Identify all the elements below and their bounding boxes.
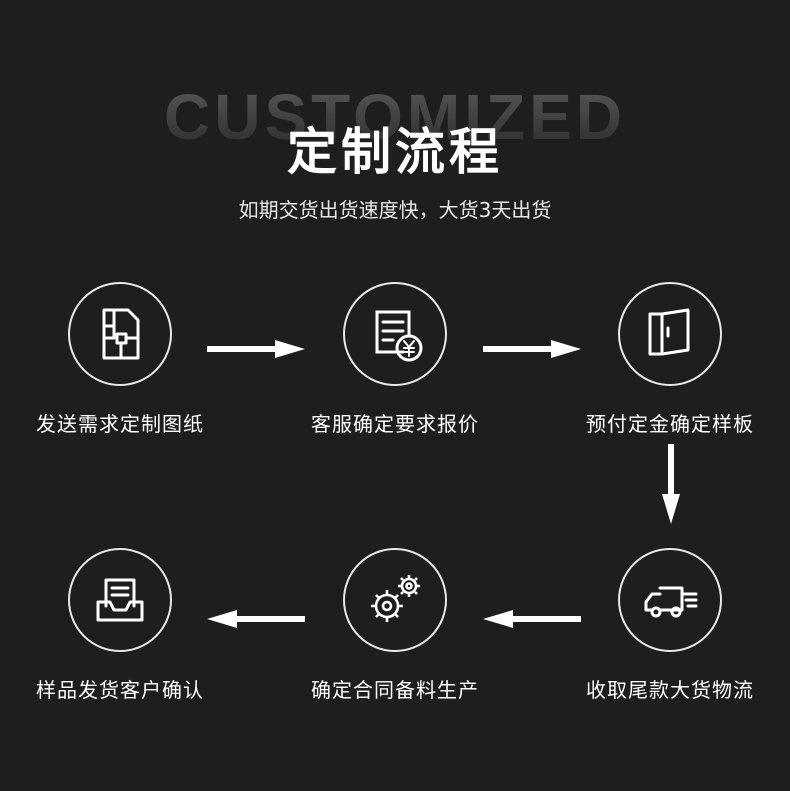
step-4: 收取尾款大货物流 <box>560 548 780 703</box>
step-icon-circle <box>618 282 722 386</box>
arrow-right-icon <box>207 340 305 358</box>
step-2: 客服确定要求报价 <box>285 282 505 437</box>
page-title: 定制流程 <box>287 123 503 181</box>
step-icon-circle <box>343 548 447 652</box>
step-icon-circle <box>68 282 172 386</box>
quote-document-icon <box>375 310 423 362</box>
arrow-right-icon <box>483 340 581 358</box>
step-label: 发送需求定制图纸 <box>36 412 204 436</box>
step-icon-circle <box>343 282 447 386</box>
arrow-left-icon <box>483 610 581 628</box>
step-label: 样品发货客户确认 <box>36 678 204 702</box>
inbox-tray-icon <box>96 578 144 622</box>
door-icon <box>648 308 690 356</box>
step-label: 收取尾款大货物流 <box>586 678 754 702</box>
arrow-left-icon <box>207 610 305 628</box>
step-label: 确定合同备料生产 <box>311 678 479 702</box>
step-icon-circle <box>618 548 722 652</box>
step-1: 发送需求定制图纸 <box>10 282 230 437</box>
step-label: 客服确定要求报价 <box>311 412 479 436</box>
blueprint-icon <box>102 308 140 360</box>
background-watermark-text: CUSTOMIZED <box>0 80 790 154</box>
arrow-down-icon <box>662 444 680 524</box>
step-label: 预付定金确定样板 <box>586 412 754 436</box>
page-subtitle: 如期交货出货速度快，大货3天出货 <box>238 198 552 222</box>
step-3: 预付定金确定样板 <box>560 282 780 437</box>
step-icon-circle <box>68 548 172 652</box>
step-6: 样品发货客户确认 <box>10 548 230 703</box>
step-5: 确定合同备料生产 <box>285 548 505 703</box>
delivery-truck-icon <box>644 586 698 618</box>
gears-icon <box>371 575 420 622</box>
